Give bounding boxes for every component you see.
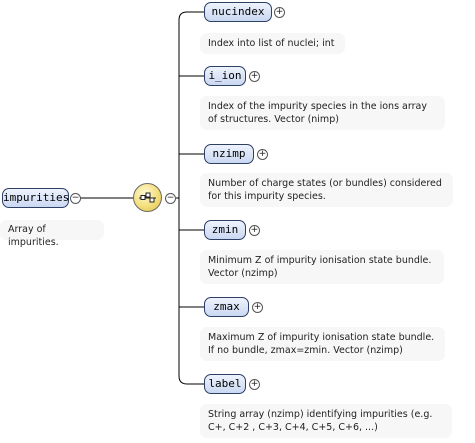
sequence-compositor-icon: [139, 192, 156, 203]
i-ion-expand-toggle[interactable]: +: [249, 71, 260, 82]
element-i-ion[interactable]: i_ion: [204, 66, 246, 86]
doc-line: Index into list of nuclei; int: [208, 38, 335, 49]
doc-line: for this impurity species.: [208, 191, 326, 202]
label-expand-toggle[interactable]: +: [249, 379, 260, 390]
sequence-compositor[interactable]: [133, 183, 162, 212]
element-zmin[interactable]: zmin: [204, 220, 246, 240]
doc-line: C+, C+2 , C+3, C+4, C+5, C+6, ...): [208, 422, 378, 433]
doc-line: Minimum Z of impurity ionisation state b…: [208, 255, 432, 266]
nzimp-documentation: Number of charge states (or bundles) con…: [200, 173, 453, 207]
root-collapse-toggle[interactable]: −: [70, 193, 81, 204]
element-nucindex[interactable]: nucindex: [204, 2, 272, 22]
nucindex-documentation: Index into list of nuclei; int: [200, 33, 345, 54]
doc-line: Vector (nzimp): [208, 268, 278, 279]
element-nzimp[interactable]: nzimp: [204, 144, 254, 164]
element-label[interactable]: label: [204, 374, 246, 394]
doc-line: String array (nzimp) identifying impurit…: [208, 409, 433, 420]
zmin-expand-toggle[interactable]: +: [249, 225, 260, 236]
sequence-collapse-toggle[interactable]: −: [165, 193, 176, 204]
nzimp-expand-toggle[interactable]: +: [257, 149, 268, 160]
root-documentation: Array of impurities.: [0, 220, 104, 248]
doc-line: Number of charge states (or bundles) con…: [208, 178, 442, 189]
zmin-documentation: Minimum Z of impurity ionisation state b…: [200, 250, 444, 284]
zmax-documentation: Maximum Z of impurity ionisation state b…: [200, 327, 445, 361]
doc-line: of structures. Vector (nimp): [208, 114, 339, 125]
element-zmax[interactable]: zmax: [204, 297, 249, 317]
i-ion-documentation: Index of the impurity species in the ion…: [200, 96, 445, 130]
label-documentation: String array (nzimp) identifying impurit…: [200, 404, 452, 438]
root-element-impurities[interactable]: impurities: [2, 188, 69, 208]
doc-line: If no bundle, zmax=zmin. Vector (nzimp): [208, 345, 403, 356]
doc-line: Index of the impurity species in the ion…: [208, 101, 427, 112]
zmax-expand-toggle[interactable]: +: [252, 302, 263, 313]
nucindex-expand-toggle[interactable]: +: [274, 7, 285, 18]
doc-line: Maximum Z of impurity ionisation state b…: [208, 332, 435, 343]
